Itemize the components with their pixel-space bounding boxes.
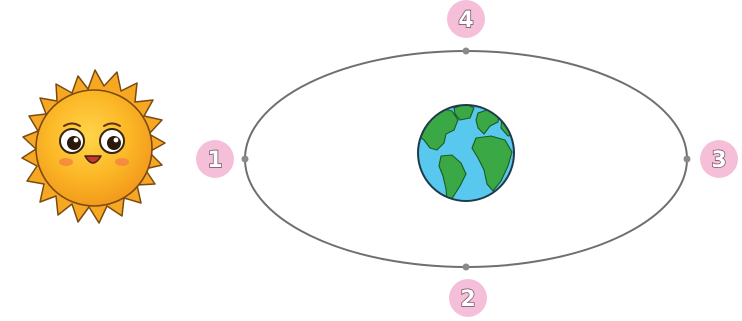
badge-label-4: 4 [458, 8, 473, 33]
earth-icon [418, 104, 516, 201]
orbit-marker-1 [242, 156, 249, 163]
orbit-marker-2 [463, 264, 470, 271]
badge-label-2: 2 [460, 287, 475, 312]
position-badge-4: 4 [447, 0, 485, 38]
badge-label-3: 3 [711, 148, 726, 173]
orbit-marker-4 [463, 48, 470, 55]
position-badge-3: 3 [700, 140, 738, 178]
badge-label-1: 1 [207, 148, 222, 173]
position-badge-2: 2 [449, 279, 487, 317]
sun-icon [22, 70, 165, 223]
orbit-marker-3 [684, 156, 691, 163]
position-badge-1: 1 [196, 140, 234, 178]
